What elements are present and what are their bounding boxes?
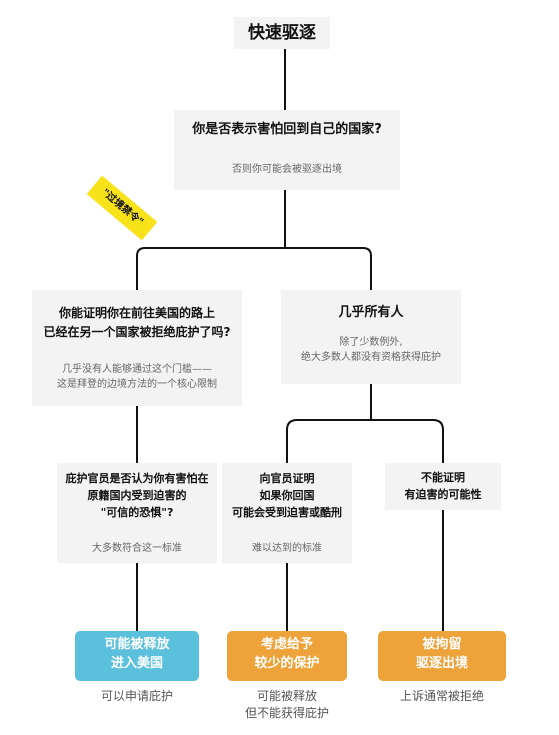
third-country-note-line2: 这是拜登的边境方法的一个核心限制 <box>57 379 217 390</box>
almost-everyone-label: 几乎所有人 <box>338 305 404 320</box>
credible-fear-note: 大多数符合这一标准 <box>92 543 182 554</box>
connector-split-left-right <box>136 247 372 290</box>
prove-persecution-line2: 如果你回国 <box>259 489 315 502</box>
prove-persecution-note: 难以达到的标准 <box>252 543 322 554</box>
outcome-protection-note-line1: 可能被释放 <box>256 689 317 703</box>
outcome-release-line1: 可能被释放 <box>104 637 170 652</box>
credible-fear-line3: "可信的恐惧"? <box>100 506 174 519</box>
outcome-deport-note: 上诉通常被拒绝 <box>366 688 518 705</box>
third-country-question-box: 你能证明你在前往美国的路上 已经在另一个国家被拒绝庇护了吗? 几乎没有人能够通过… <box>32 290 242 406</box>
third-country-question-line1: 你能证明你在前往美国的路上 <box>58 306 215 320</box>
outcome-deport-note-line1: 上诉通常被拒绝 <box>399 689 484 703</box>
almost-everyone-note-line1: 除了少数例外, <box>339 337 403 348</box>
outcome-deport-line1: 被拘留 <box>422 637 462 652</box>
prove-persecution-box: 向官员证明 如果你回国 可能会受到迫害或酷刑 难以达到的标准 <box>222 463 352 563</box>
cannot-prove-line2: 有迫害的可能性 <box>404 488 482 501</box>
outcome-protection-box: 考虑给予 较少的保护 <box>227 631 347 681</box>
prove-persecution-line3: 可能会受到迫害或酷刑 <box>232 506 342 519</box>
outcome-deport-box: 被拘留 驱逐出境 <box>378 631 506 681</box>
credible-fear-box: 庇护官员是否认为你有害怕在 原籍国内受到迫害的 "可信的恐惧"? 大多数符合这一… <box>57 463 217 563</box>
third-country-note-line1: 几乎没有人能够通过这个门槛—— <box>62 364 212 375</box>
outcome-protection-note-line2: 但不能获得庇护 <box>244 706 329 720</box>
outcome-protection-note: 可能被释放 但不能获得庇护 <box>212 688 362 722</box>
fear-question: 你是否表示害怕回到自己的国家? <box>192 122 382 137</box>
third-country-question-line2: 已经在另一个国家被拒绝庇护了吗? <box>43 325 231 339</box>
cannot-prove-box: 不能证明 有迫害的可能性 <box>385 463 501 510</box>
outcome-release-line2: 进入美国 <box>110 656 163 671</box>
outcome-deport-line2: 驱逐出境 <box>415 656 468 671</box>
credible-fear-line2: 原籍国内受到迫害的 <box>87 489 187 502</box>
fear-question-note: 否则你可能会被驱逐出境 <box>232 164 342 175</box>
outcome-protection-line1: 考虑给予 <box>260 637 313 652</box>
outcome-release-note-line1: 可以申请庇护 <box>100 689 173 703</box>
almost-everyone-box: 几乎所有人 除了少数例外, 绝大多数人都没有资格获得庇护 <box>281 290 461 384</box>
outcome-release-note: 可以申请庇护 <box>60 688 214 705</box>
almost-everyone-note-line2: 绝大多数人都没有资格获得庇护 <box>301 352 441 363</box>
page-title: 快速驱逐 <box>234 17 330 49</box>
prove-persecution-line1: 向官员证明 <box>259 472 315 485</box>
connector-split-prove-cannot <box>286 419 444 463</box>
outcome-release-box: 可能被释放 进入美国 <box>75 631 199 681</box>
fear-question-box: 你是否表示害怕回到自己的国家? 否则你可能会被驱逐出境 <box>174 110 400 190</box>
cannot-prove-line1: 不能证明 <box>421 471 465 484</box>
outcome-protection-line2: 较少的保护 <box>254 656 320 671</box>
credible-fear-line1: 庇护官员是否认为你有害怕在 <box>65 472 209 485</box>
